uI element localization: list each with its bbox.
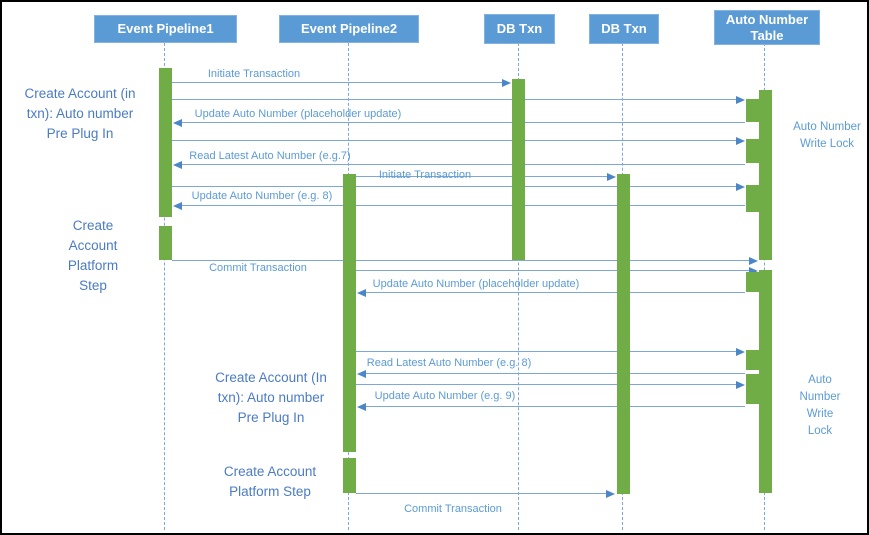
msg-update-request-2-line [356,384,737,385]
msg-update-auto-number-9-line [365,406,745,407]
msg-placeholder-update-2-arrowhead-icon [357,289,366,297]
lifeline-header-db1: DB Txn [484,14,555,44]
lifeline-p1 [164,43,165,530]
note-auto-number-write-lock-1-line: Write Lock [799,138,855,150]
msg-read-latest-2-arrowhead-icon [357,370,366,378]
msg-lock-request-1-line [172,99,737,100]
msg-read-latest-1-line [181,164,745,165]
msg-read-request-1-arrowhead-icon [736,137,745,145]
msg-update-auto-number-9-label: Update Auto Number (e.g. 9) [374,390,516,402]
msg-initiate-txn-2-line [356,176,608,177]
caption-create-account-platform-1-line: Step [79,278,107,293]
auto-number-table-activation-2 [759,270,772,493]
lifeline-header-db2: DB Txn [589,14,659,44]
msg-commit-txn-1-label: Commit Transaction [209,262,307,274]
caption-create-account-platform-1-line: Platform [67,258,119,273]
msg-placeholder-update-2-line [365,292,745,293]
msg-read-request-1-line [172,140,737,141]
msg-initiate-txn-1-label: Initiate Transaction [207,68,301,80]
caption-create-account-preplugin-1-line: Pre Plug In [46,126,114,141]
msg-commit-txn-2-arrowhead-icon [606,490,615,498]
msg-update-request-1-arrowhead-icon [736,183,745,191]
msg-update-auto-number-8-line [181,205,745,206]
msg-update-auto-number-8-arrowhead-icon [173,202,182,210]
write-lock-update-2 [746,374,759,404]
msg-commit-txn-2-line [356,493,607,494]
caption-create-account-platform-1-line: Account [68,238,118,253]
msg-read-latest-2-label: Read Latest Auto Number (e.g. 8) [366,357,532,369]
write-lock-placeholder-2 [746,272,759,292]
caption-create-account-platform-1-line: Create [72,218,114,233]
msg-initiate-txn-1-line [172,82,503,83]
db-txn2-activation [617,174,630,494]
msg-read-request-2-arrowhead-icon [736,348,745,356]
auto-number-table-activation-1 [759,90,772,260]
caption-create-account-platform-2-line: Create Account [223,464,317,479]
msg-placeholder-update-1-label: Update Auto Number (placeholder update) [194,108,402,120]
msg-placeholder-update-1-line [181,122,745,123]
msg-read-latest-2-line [365,373,745,374]
msg-read-latest-1-arrowhead-icon [173,161,182,169]
msg-initiate-txn-2-arrowhead-icon [607,173,616,181]
pipeline1-preplugin-activation [159,68,172,217]
lifeline-header-ant: Auto Number Table [714,10,820,45]
note-auto-number-write-lock-1-line: Auto Number [793,121,861,133]
msg-commit-txn-2-label: Commit Transaction [404,503,502,515]
note-auto-number-write-lock-2-line: Auto [808,374,832,386]
msg-update-auto-number-8-label: Update Auto Number (e.g. 8) [191,190,333,202]
write-lock-read-1 [746,139,759,163]
db-txn1-activation [512,79,525,260]
msg-commit-txn-1-arrowhead-icon [749,257,758,265]
caption-create-account-preplugin-2-line: txn): Auto number [217,390,325,405]
write-lock-update-1 [746,185,759,212]
msg-initiate-txn-1-arrowhead-icon [502,79,511,87]
caption-create-account-preplugin-1-line: Create Account (in [24,86,136,101]
msg-lock-request-1-arrowhead-icon [736,96,745,104]
caption-create-account-platform-2-line: Platform Step [229,484,311,499]
msg-commit-txn-1-line [172,260,750,261]
pipeline2-platform-step-activation [343,458,356,493]
msg-update-request-1-line [172,186,737,187]
msg-lock-request-2-line [356,270,750,271]
note-auto-number-write-lock-2-line: Number [799,391,841,403]
lifeline-header-p2: Event Pipeline2 [279,15,419,43]
note-auto-number-write-lock-2-line: Write [806,408,834,420]
msg-read-request-2-line [356,351,737,352]
write-lock-placeholder-1 [746,99,759,122]
caption-create-account-preplugin-1-line: txn): Auto number [26,106,134,121]
caption-create-account-preplugin-2-line: Create Account (In [215,370,327,385]
lifeline-header-p1: Event Pipeline1 [94,15,237,43]
lifeline-db1 [518,43,519,530]
write-lock-read-2 [746,350,759,370]
msg-read-latest-1-label: Read Latest Auto Number (e.g.7) [189,150,351,162]
msg-update-request-2-arrowhead-icon [736,381,745,389]
msg-update-auto-number-9-arrowhead-icon [357,403,366,411]
pipeline2-preplugin-activation [343,174,356,452]
msg-initiate-txn-2-label: Initiate Transaction [378,169,472,181]
pipeline1-platform-step-activation [159,226,172,260]
msg-placeholder-update-1-arrowhead-icon [173,119,182,127]
msg-placeholder-update-2-label: Update Auto Number (placeholder update) [372,278,580,290]
note-auto-number-write-lock-2-line: Lock [807,425,833,437]
caption-create-account-preplugin-2-line: Pre Plug In [237,410,305,425]
msg-lock-request-2-arrowhead-icon [749,267,758,275]
